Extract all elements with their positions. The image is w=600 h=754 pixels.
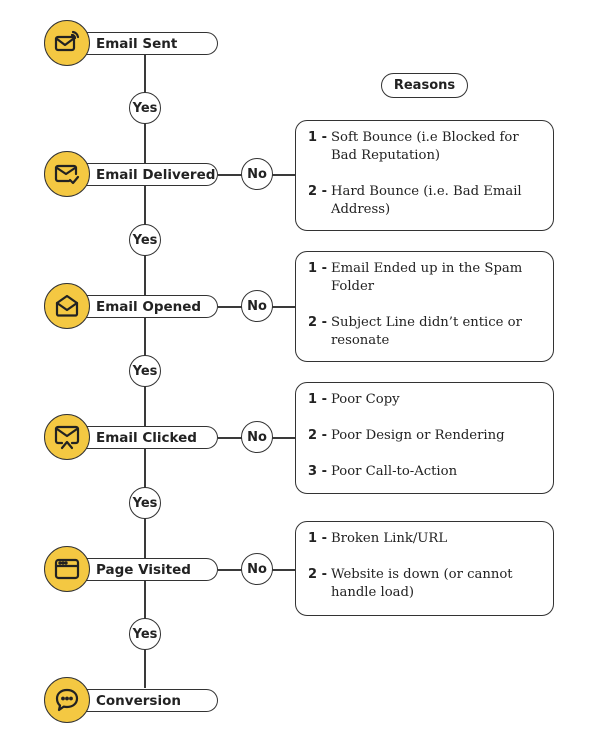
- step-conversion: [66, 689, 218, 712]
- reasons-box-clicked: 1 -Poor Copy 2 -Poor Design or Rendering…: [295, 382, 554, 494]
- reason-item: 2 -Subject Line didn’t entice or resonat…: [308, 314, 541, 350]
- step-label: Email Opened: [96, 299, 202, 315]
- browser-window-icon: [44, 546, 90, 592]
- reason-number: 1 -: [308, 531, 327, 546]
- reason-number: 2 -: [308, 428, 327, 443]
- reason-item: 1 -Broken Link/URL: [308, 530, 541, 548]
- step-label: Email Delivered: [96, 167, 216, 183]
- yes-connector: Yes: [129, 487, 161, 519]
- step-email-sent: [66, 32, 218, 55]
- reason-text: Poor Call-to-Action: [330, 464, 458, 479]
- reasons-box-delivered: 1 -Soft Bounce (i.e Blocked for Bad Repu…: [295, 120, 554, 231]
- step-email-opened: [66, 295, 218, 318]
- step-page-visited: [66, 558, 218, 581]
- step-email-clicked: [66, 426, 218, 449]
- reason-text: Poor Design or Rendering: [330, 428, 505, 443]
- reason-number: 2 -: [308, 567, 327, 582]
- reason-item: 2 -Website is down (or cannot handle loa…: [308, 566, 541, 602]
- reason-item: 2 -Hard Bounce (i.e. Bad Email Address): [308, 183, 541, 219]
- step-label: Email Sent: [96, 36, 178, 52]
- email-open-icon: [44, 283, 90, 329]
- reason-text: Broken Link/URL: [330, 531, 448, 546]
- step-label: Email Clicked: [96, 430, 197, 446]
- reason-number: 3 -: [308, 464, 327, 479]
- no-connector: No: [241, 290, 273, 322]
- yes-connector: Yes: [129, 92, 161, 124]
- yes-connector: Yes: [129, 224, 161, 256]
- reason-text: Email Ended up in the Spam Folder: [330, 261, 523, 294]
- reason-number: 1 -: [308, 261, 327, 276]
- reason-number: 2 -: [308, 184, 327, 199]
- reasons-box-page-visited: 1 -Broken Link/URL 2 -Website is down (o…: [295, 521, 554, 616]
- reason-item: 1 -Email Ended up in the Spam Folder: [308, 260, 541, 296]
- step-label: Conversion: [96, 693, 181, 709]
- step-email-delivered: [66, 163, 218, 186]
- reason-text: Soft Bounce (i.e Blocked for Bad Reputat…: [330, 130, 519, 163]
- no-connector: No: [241, 553, 273, 585]
- reason-text: Subject Line didn’t entice or resonate: [330, 315, 522, 348]
- email-click-icon: [44, 414, 90, 460]
- reasons-box-opened: 1 -Email Ended up in the Spam Folder 2 -…: [295, 251, 554, 362]
- reason-item: 1 -Poor Copy: [308, 391, 541, 409]
- reason-text: Website is down (or cannot handle load): [330, 567, 513, 600]
- step-label: Page Visited: [96, 562, 191, 578]
- reason-text: Poor Copy: [330, 392, 400, 407]
- reason-item: 1 -Soft Bounce (i.e Blocked for Bad Repu…: [308, 129, 541, 165]
- yes-connector: Yes: [129, 618, 161, 650]
- reason-number: 2 -: [308, 315, 327, 330]
- no-connector: No: [241, 158, 273, 190]
- email-check-icon: [44, 151, 90, 197]
- email-sending-icon: [44, 20, 90, 66]
- reason-number: 1 -: [308, 392, 327, 407]
- yes-connector: Yes: [129, 355, 161, 387]
- reasons-header: Reasons: [381, 73, 468, 98]
- chat-bubble-icon: [44, 677, 90, 723]
- reason-number: 1 -: [308, 130, 327, 145]
- no-connector: No: [241, 421, 273, 453]
- reason-item: 3 -Poor Call-to-Action: [308, 463, 541, 481]
- reason-item: 2 -Poor Design or Rendering: [308, 427, 541, 445]
- reason-text: Hard Bounce (i.e. Bad Email Address): [330, 184, 522, 217]
